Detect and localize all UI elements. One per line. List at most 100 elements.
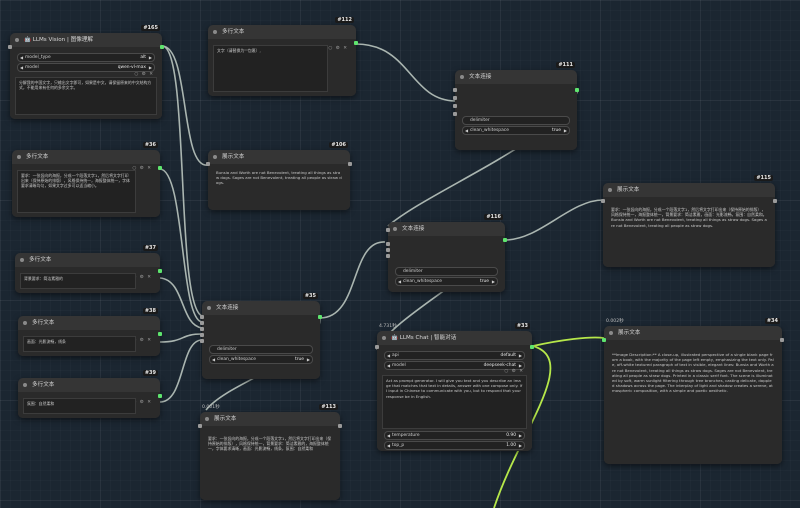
input-port[interactable] (386, 228, 390, 232)
input-port[interactable] (200, 321, 204, 325)
text-toolbar-icons[interactable]: ○ ⚙ ✕ (132, 338, 152, 343)
node-collapse-dot[interactable] (205, 417, 209, 421)
output-port[interactable] (158, 166, 162, 170)
text-input[interactable]: 要求：一张竖向的海报，分成一个段落文字1，然后将文字打印出来（保持原始的排版），… (17, 170, 136, 213)
prompt-textarea[interactable]: 分解我的中国文字，只输出文字即可，如果是中文，请保留原来的中文结构方式，不能用来… (15, 77, 157, 115)
input-port[interactable] (453, 96, 457, 100)
node-collapse-dot[interactable] (17, 155, 21, 159)
input-port[interactable] (386, 248, 390, 252)
arrow-right-icon[interactable]: ▶ (491, 279, 495, 284)
input-port[interactable] (453, 88, 457, 92)
arrow-left-icon[interactable]: ◀ (465, 128, 469, 133)
delimiter-field[interactable]: delimiter (395, 267, 498, 276)
node-collapse-dot[interactable] (393, 227, 397, 231)
text-toolbar-icons[interactable]: ○ ⚙ ✕ (504, 369, 524, 374)
delimiter-field[interactable]: delimiter (209, 345, 313, 354)
node-show-text[interactable]: #106 展示文本 Bunsia and Worth are not Benev… (206, 142, 352, 210)
node-multiline-text[interactable]: #112 多行文本 ○ ⚙ ✕ 文字（请替换为""包裹）, (208, 17, 358, 96)
node-collapse-dot[interactable] (15, 38, 19, 42)
text-toolbar-icons[interactable]: ○ ⚙ ✕ (328, 46, 348, 51)
arrow-left-icon[interactable]: ◀ (387, 363, 391, 368)
text-toolbar-icons[interactable]: ○ ⚙ ✕ (132, 275, 152, 280)
arrow-right-icon[interactable]: ▶ (563, 128, 567, 133)
input-port[interactable] (206, 162, 210, 166)
output-port[interactable] (160, 45, 164, 49)
arrow-right-icon[interactable]: ▶ (148, 55, 152, 60)
text-input[interactable]: 氛围：自然柔和 (23, 398, 136, 414)
arrow-left-icon[interactable]: ◀ (212, 357, 216, 362)
node-collapse-dot[interactable] (460, 75, 464, 79)
input-port[interactable] (453, 112, 457, 116)
text-input[interactable]: 文字（请替换为""包裹）, (213, 45, 328, 92)
input-port[interactable] (386, 242, 390, 246)
text-input[interactable]: 画面：光影流畅，线条 (23, 336, 136, 352)
node-multiline-text[interactable]: #36 多行文本 ○ ⚙ ✕ 要求：一张竖向的海报，分成一个段落文字1，然后将文… (12, 142, 162, 217)
input-port[interactable] (200, 333, 204, 337)
arrow-right-icon[interactable]: ▶ (518, 433, 522, 438)
input-port[interactable] (200, 315, 204, 319)
node-collapse-dot[interactable] (23, 383, 27, 387)
output-port[interactable] (575, 88, 579, 92)
input-port[interactable] (386, 254, 390, 258)
node-multiline-text[interactable]: #37 多行文本 ○ ⚙ ✕ 背景要求：简洁素雅的 (15, 245, 162, 293)
node-collapse-dot[interactable] (20, 258, 24, 262)
system-prompt-textarea[interactable]: Act as prompt generator. I will give you… (382, 375, 527, 429)
node-collapse-dot[interactable] (23, 321, 27, 325)
text-input[interactable]: 背景要求：简洁素雅的 (20, 273, 136, 289)
arrow-right-icon[interactable]: ▶ (148, 65, 152, 70)
text-toolbar-icons[interactable]: ○ ⚙ ✕ (132, 400, 152, 405)
output-port[interactable] (348, 162, 352, 166)
node-show-text[interactable]: 0.001秒 #113 展示文本 要求：一张竖向的海报，分成一个段落文字1，然后… (198, 404, 342, 500)
node-collapse-dot[interactable] (207, 306, 211, 310)
output-port[interactable] (773, 199, 777, 203)
output-port[interactable] (158, 269, 162, 273)
arrow-right-icon[interactable]: ▶ (518, 363, 522, 368)
arrow-left-icon[interactable]: ◀ (387, 443, 391, 448)
node-collapse-dot[interactable] (213, 155, 217, 159)
output-port[interactable] (503, 238, 507, 242)
node-multiline-text[interactable]: #39 多行文本 ○ ⚙ ✕ 氛围：自然柔和 (18, 370, 162, 418)
text-toolbar-icons[interactable]: ○ ⚙ ✕ (132, 166, 152, 171)
input-port[interactable] (200, 327, 204, 331)
arrow-right-icon[interactable]: ▶ (306, 357, 310, 362)
output-port[interactable] (158, 394, 162, 398)
node-collapse-dot[interactable] (213, 30, 217, 34)
input-port[interactable] (453, 104, 457, 108)
delimiter-field[interactable]: delimiter (462, 116, 570, 125)
node-show-text[interactable]: 0.002秒 #34 展示文本 **Image Description:** A… (602, 318, 784, 464)
output-port[interactable] (354, 41, 358, 45)
output-port[interactable] (158, 332, 162, 336)
arrow-right-icon[interactable]: ▶ (518, 353, 522, 358)
input-port[interactable] (8, 45, 12, 49)
arrow-left-icon[interactable]: ◀ (20, 55, 24, 60)
output-port[interactable] (338, 424, 342, 428)
arrow-right-icon[interactable]: ▶ (518, 443, 522, 448)
input-port[interactable] (375, 345, 379, 349)
arrow-left-icon[interactable]: ◀ (387, 353, 391, 358)
arrow-left-icon[interactable]: ◀ (20, 65, 24, 70)
arrow-left-icon[interactable]: ◀ (387, 433, 391, 438)
input-port[interactable] (200, 339, 204, 343)
node-collapse-dot[interactable] (382, 336, 386, 340)
input-port[interactable] (198, 424, 202, 428)
input-port[interactable] (601, 199, 605, 203)
arrow-left-icon[interactable]: ◀ (398, 279, 402, 284)
node-collapse-dot[interactable] (609, 331, 613, 335)
output-port[interactable] (530, 345, 534, 349)
text-toolbar-icons[interactable]: ○ ⚙ ✕ (134, 72, 154, 77)
node-collapse-dot[interactable] (608, 188, 612, 192)
node-show-text[interactable]: #115 展示文本 要求：一张竖向的海报，分成一个段落文字1，然后将文字打印出来… (601, 175, 777, 267)
